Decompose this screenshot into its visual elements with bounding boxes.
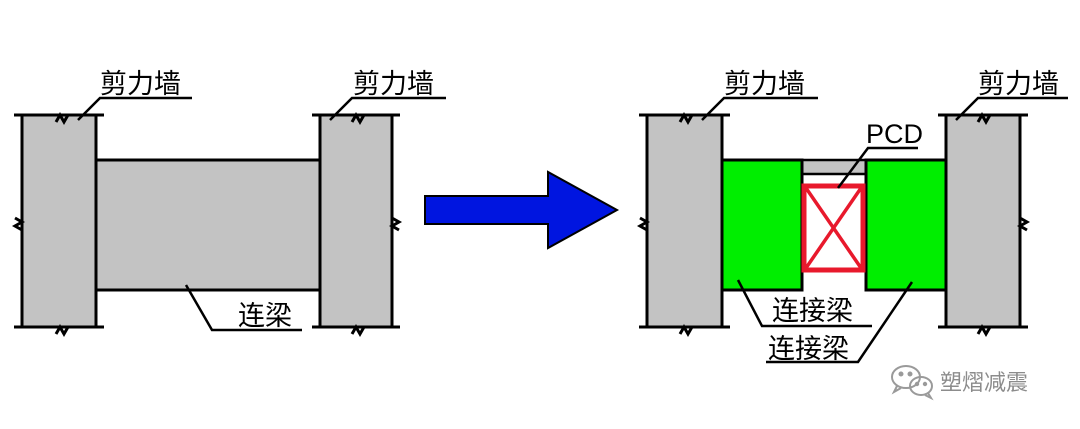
leader-line xyxy=(329,96,446,121)
pcd-cross xyxy=(804,187,863,269)
connecting-beam-right xyxy=(864,158,950,292)
shear-wall-left xyxy=(20,113,98,329)
label-connecting-beam-2: 连接梁 xyxy=(768,334,849,365)
leader-line xyxy=(837,146,918,189)
label-shear-wall-right: 剪力墙 xyxy=(353,69,434,100)
break-line-marks xyxy=(312,111,403,338)
transform-arrow xyxy=(424,170,620,250)
leader-line xyxy=(77,96,192,121)
leader-line xyxy=(701,96,818,121)
label-pcd: PCD xyxy=(866,119,923,149)
label-connecting-beam-1: 连接梁 xyxy=(772,296,853,327)
connecting-beam-left xyxy=(718,158,804,292)
leader-line xyxy=(955,96,1068,121)
left-diagram: 剪力墙 剪力墙 连梁 xyxy=(11,69,446,338)
label-coupling-beam: 连梁 xyxy=(238,301,292,332)
watermark-text: 塑熠减震 xyxy=(940,371,1028,396)
break-line-marks xyxy=(636,111,730,338)
leader-line xyxy=(736,279,872,328)
right-diagram: 剪力墙 剪力墙 PCD 连接梁 连接梁 xyxy=(636,69,1068,365)
label-shear-wall-left: 剪力墙 xyxy=(100,69,181,100)
leader-line xyxy=(766,281,914,364)
watermark: 塑熠减震 xyxy=(891,365,1028,401)
label-shear-wall-right: 剪力墙 xyxy=(978,69,1059,100)
coupling-beam-original xyxy=(90,158,324,292)
break-line-marks xyxy=(11,111,104,338)
break-line-marks xyxy=(938,111,1031,338)
leader-line xyxy=(184,284,302,332)
shear-wall-left xyxy=(645,113,724,329)
shear-wall-right xyxy=(318,113,394,329)
shear-wall-right xyxy=(944,113,1022,329)
label-shear-wall-left: 剪力墙 xyxy=(724,69,805,100)
wechat-icon xyxy=(891,365,934,401)
